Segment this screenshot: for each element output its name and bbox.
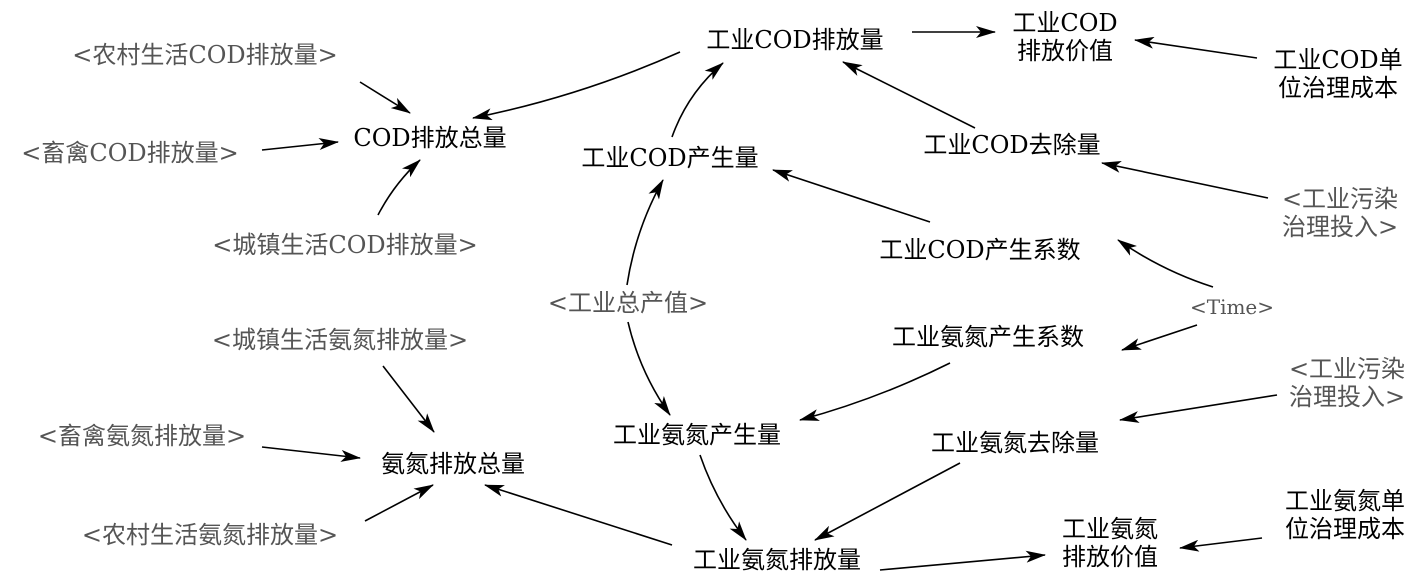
node-label-line: <工业污染 <box>1288 355 1406 383</box>
node-urban-cod[interactable]: <城镇生活COD排放量> <box>212 231 478 259</box>
edge-ind-pollution-invest-2-to-ind-nh-removal <box>1119 394 1278 423</box>
node-label-line: 氨氮排放总量 <box>381 450 525 478</box>
node-ind-pollution-invest-1[interactable]: <工业污染治理投入> <box>1282 185 1398 241</box>
edge-urban-nh-to-nh-total <box>382 365 435 433</box>
node-label-line: 排放价值 <box>1017 37 1113 65</box>
node-label-line: 工业氨氮排放量 <box>693 546 861 574</box>
node-label-line: 工业氨氮产生系数 <box>892 323 1084 351</box>
edge-ind-pollution-invest-1-to-ind-cod-removal <box>1101 161 1269 199</box>
edge-ind-cod-coef-to-ind-cod-production <box>772 169 931 223</box>
node-nh-total[interactable]: 氨氮排放总量 <box>381 450 525 478</box>
node-ind-nh-value[interactable]: 工业氨氮排放价值 <box>1062 515 1158 571</box>
edge-ind-nh-coef-to-ind-nh-production <box>799 362 951 421</box>
node-label-line: <工业总产值> <box>547 289 709 317</box>
edge-time-to-ind-nh-coef <box>1121 324 1198 351</box>
node-label-line: <城镇生活氨氮排放量> <box>211 326 469 354</box>
node-rural-cod[interactable]: <农村生活COD排放量> <box>72 41 338 69</box>
edge-ind-cod-production-to-ind-cod-emission <box>671 62 724 138</box>
node-label-line: 工业COD去除量 <box>923 131 1101 159</box>
edge-ind-output-to-ind-cod-production <box>626 179 664 286</box>
edge-rural-nh-to-nh-total <box>364 484 434 522</box>
node-ind-cod-removal[interactable]: 工业COD去除量 <box>923 131 1100 159</box>
edge-ind-nh-removal-to-ind-nh-emission <box>814 462 961 541</box>
edge-livestock-cod-to-cod-total <box>261 138 339 151</box>
edge-ind-nh-emission-to-nh-total <box>484 484 673 546</box>
node-label-line: 工业COD产生量 <box>581 144 759 172</box>
node-label-line: <农村生活COD排放量> <box>72 41 338 69</box>
edge-livestock-nh-to-nh-total <box>261 446 361 462</box>
node-ind-nh-emission[interactable]: 工业氨氮排放量 <box>693 546 861 574</box>
edge-urban-cod-to-cod-total <box>377 159 421 216</box>
edge-ind-output-to-ind-nh-production <box>627 321 671 416</box>
node-label-line: 工业COD <box>1012 9 1118 37</box>
node-label-line: 工业COD排放量 <box>706 26 884 54</box>
node-label-line: 位治理成本 <box>1278 74 1398 102</box>
node-label-line: 位治理成本 <box>1285 515 1405 543</box>
node-ind-nh-removal[interactable]: 工业氨氮去除量 <box>931 429 1099 457</box>
edge-time-to-ind-cod-coef <box>1117 239 1214 288</box>
node-label-line: <农村生活氨氮排放量> <box>81 521 339 549</box>
node-ind-nh-coef[interactable]: 工业氨氮产生系数 <box>892 323 1084 351</box>
node-label-line: <城镇生活COD排放量> <box>212 231 478 259</box>
node-label-line: <畜禽COD排放量> <box>21 139 239 167</box>
node-label-line: 治理投入> <box>1281 213 1399 241</box>
node-label-line: 工业氨氮单 <box>1285 487 1405 515</box>
node-label-line: <工业污染 <box>1281 185 1399 213</box>
node-label-line: COD排放总量 <box>353 124 507 152</box>
edge-ind-nh-production-to-ind-nh-emission <box>699 454 747 541</box>
node-label-line: 排放价值 <box>1062 543 1158 571</box>
node-urban-nh[interactable]: <城镇生活氨氮排放量> <box>212 326 468 354</box>
node-label-line: <Time> <box>1189 295 1275 319</box>
node-label-line: 治理投入> <box>1288 383 1406 411</box>
node-ind-output[interactable]: <工业总产值> <box>548 289 708 317</box>
node-time[interactable]: <Time> <box>1190 293 1274 321</box>
edge-ind-nh-emission-to-ind-nh-value <box>879 550 1046 571</box>
edge-ind-cod-emission-to-cod-total <box>472 51 681 121</box>
node-ind-cod-coef[interactable]: 工业COD产生系数 <box>879 236 1080 264</box>
edge-ind-cod-unit-cost-to-ind-cod-value <box>1134 36 1258 59</box>
node-label-line: 工业氨氮去除量 <box>931 429 1099 457</box>
node-ind-nh-unit-cost[interactable]: 工业氨氮单位治理成本 <box>1285 487 1405 543</box>
node-livestock-nh[interactable]: <畜禽氨氮排放量> <box>38 422 246 450</box>
node-ind-cod-production[interactable]: 工业COD产生量 <box>581 144 758 172</box>
node-cod-total[interactable]: COD排放总量 <box>353 124 506 152</box>
node-label-line: 工业氨氮 <box>1062 515 1158 543</box>
node-ind-cod-emission[interactable]: 工业COD排放量 <box>706 26 883 54</box>
node-ind-pollution-invest-2[interactable]: <工业污染治理投入> <box>1289 355 1405 411</box>
node-label-line: 工业COD产生系数 <box>879 236 1081 264</box>
node-ind-nh-production[interactable]: 工业氨氮产生量 <box>613 421 781 449</box>
node-label-line: 工业COD单 <box>1273 46 1403 74</box>
edge-ind-cod-removal-to-ind-cod-emission <box>842 61 976 129</box>
edge-rural-cod-to-cod-total <box>359 81 411 114</box>
node-livestock-cod[interactable]: <畜禽COD排放量> <box>21 139 239 167</box>
node-label-line: <畜禽氨氮排放量> <box>37 422 247 450</box>
edge-ind-nh-unit-cost-to-ind-nh-value <box>1179 537 1263 552</box>
node-ind-cod-unit-cost[interactable]: 工业COD单位治理成本 <box>1273 46 1402 102</box>
node-rural-nh[interactable]: <农村生活氨氮排放量> <box>82 521 338 549</box>
node-label-line: 工业氨氮产生量 <box>613 421 781 449</box>
